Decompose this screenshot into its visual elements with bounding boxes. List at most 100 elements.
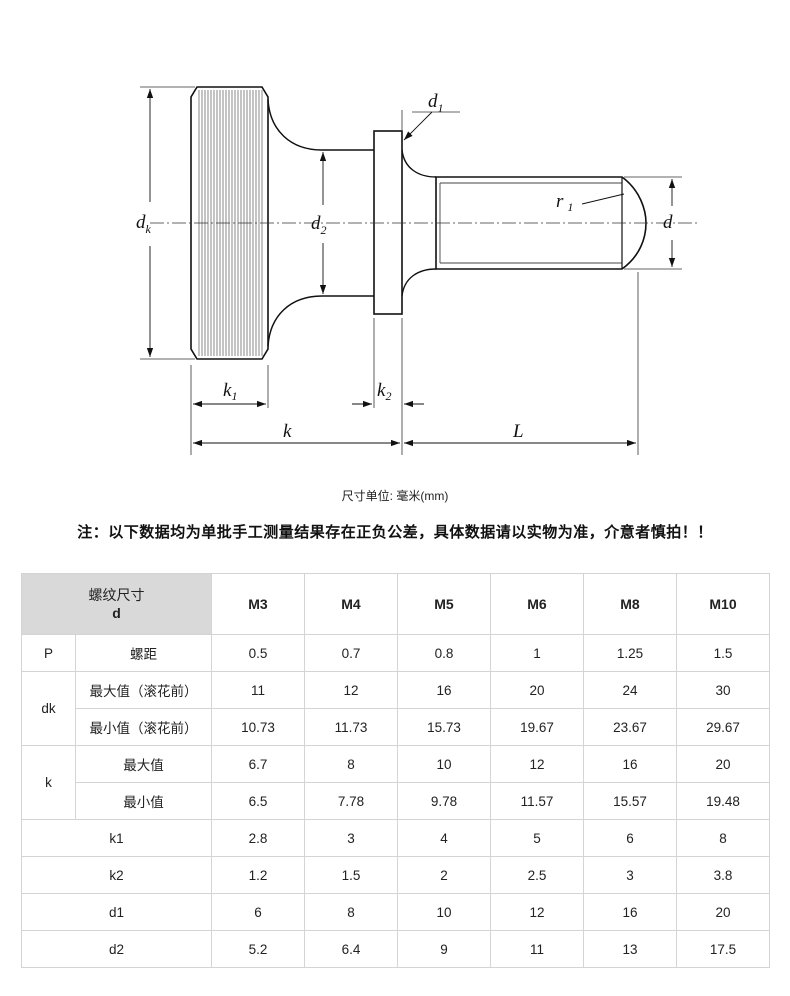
label-k2: k2 (377, 380, 391, 403)
table-cell: 6 (211, 893, 305, 931)
table-cell: 6.5 (211, 782, 305, 820)
table-cell: 1.2 (211, 856, 305, 894)
label-d: d (663, 212, 673, 233)
size-header: M3 (211, 573, 305, 635)
table-cell: 11 (211, 671, 305, 709)
label-k: k (283, 421, 292, 442)
row-label: 螺距 (75, 634, 212, 672)
size-header: M6 (490, 573, 584, 635)
table-cell: 19.67 (490, 708, 584, 746)
table-cell: 5 (490, 819, 584, 857)
table-cell: 8 (304, 893, 398, 931)
size-header: M4 (304, 573, 398, 635)
table-cell: 1.5 (676, 634, 770, 672)
table-cell: 15.57 (583, 782, 677, 820)
row-group-label: P (21, 634, 76, 672)
table-cell: 8 (304, 745, 398, 783)
table-cell: 2.5 (490, 856, 584, 894)
corner-title: 螺纹尺寸 (88, 587, 145, 603)
table-cell: 0.7 (304, 634, 398, 672)
table-corner-header: 螺纹尺寸 d (21, 573, 212, 635)
table-cell: 8 (676, 819, 770, 857)
table-cell: 2 (397, 856, 491, 894)
table-cell: 6.7 (211, 745, 305, 783)
table-cell: 11.73 (304, 708, 398, 746)
table-cell: 3 (583, 856, 677, 894)
row-label: 最大值 (75, 745, 212, 783)
table-cell: 0.5 (211, 634, 305, 672)
row-label: 最大值（滚花前） (75, 671, 212, 709)
table-cell: 9 (397, 930, 491, 968)
table-cell: 24 (583, 671, 677, 709)
table-cell: 30 (676, 671, 770, 709)
table-cell: 6 (583, 819, 677, 857)
table-cell: 9.78 (397, 782, 491, 820)
table-cell: 2.8 (211, 819, 305, 857)
table-cell: 10.73 (211, 708, 305, 746)
table-cell: 0.8 (397, 634, 491, 672)
row-label: k2 (21, 856, 212, 894)
row-label: k1 (21, 819, 212, 857)
row-label: 最小值 (75, 782, 212, 820)
table-cell: 16 (583, 893, 677, 931)
collar (373, 130, 403, 315)
size-header: M10 (676, 573, 770, 635)
table-cell: 19.48 (676, 782, 770, 820)
table-cell: 1.25 (583, 634, 677, 672)
table-cell: 10 (397, 893, 491, 931)
table-cell: 3.8 (676, 856, 770, 894)
label-d1: d1 (428, 91, 444, 115)
table-cell: 20 (676, 893, 770, 931)
table-cell: 16 (583, 745, 677, 783)
table-cell: 20 (490, 671, 584, 709)
table-cell: 11.57 (490, 782, 584, 820)
label-L: L (512, 421, 524, 442)
label-d2: d2 (311, 213, 327, 237)
table-cell: 10 (397, 745, 491, 783)
table-cell: 1 (490, 634, 584, 672)
corner-symbol: d (112, 605, 121, 621)
table-cell: 16 (397, 671, 491, 709)
table-cell: 15.73 (397, 708, 491, 746)
unit-note: 尺寸单位: 毫米(mm) (341, 489, 449, 503)
row-group-label: k (21, 745, 76, 820)
table-header-row: 螺纹尺寸 d M3 M4 M5 M6 M8 M10 (21, 573, 770, 635)
table-cell: 12 (304, 671, 398, 709)
row-label: d2 (21, 930, 212, 968)
thread-undercut (401, 149, 437, 297)
head-neck (267, 99, 374, 347)
table-cell: 7.78 (304, 782, 398, 820)
table-cell: 17.5 (676, 930, 770, 968)
table-cell: 11 (490, 930, 584, 968)
table-cell: 3 (304, 819, 398, 857)
row-label: d1 (21, 893, 212, 931)
label-k1: k1 (223, 380, 237, 403)
row-group-label: dk (21, 671, 76, 746)
table-cell: 6.4 (304, 930, 398, 968)
table-cell: 12 (490, 745, 584, 783)
label-dk: dk (136, 212, 152, 236)
table-cell: 29.67 (676, 708, 770, 746)
table-cell: 13 (583, 930, 677, 968)
table-cell: 23.67 (583, 708, 677, 746)
table-cell: 4 (397, 819, 491, 857)
table-cell: 12 (490, 893, 584, 931)
dimension-lines (146, 89, 676, 447)
measurement-notice: 注：以下数据均为单批手工测量结果存在正负公差，具体数据请以实物为准，介意者慎拍！… (77, 523, 713, 541)
table-cell: 5.2 (211, 930, 305, 968)
row-label: 最小值（滚花前） (75, 708, 212, 746)
size-header: M8 (583, 573, 677, 635)
table-cell: 20 (676, 745, 770, 783)
